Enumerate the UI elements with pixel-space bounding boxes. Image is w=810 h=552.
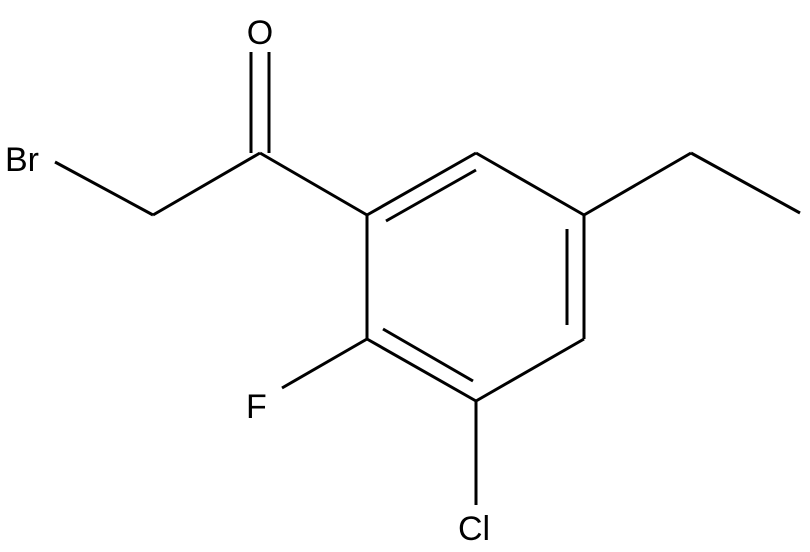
ring-bond-c5-c6 <box>366 337 477 403</box>
ethyl-bond-1 <box>583 151 692 217</box>
fluorine-atom-label: F <box>246 388 267 426</box>
bromomethyl-bond <box>54 160 154 217</box>
bromine-atom-label: Br <box>5 141 39 179</box>
ring-bond-c2-c3 <box>475 151 585 217</box>
fluorine-bond <box>281 337 368 390</box>
carbonyl-ring-bond <box>259 151 368 217</box>
ring-bond-c1-c2 <box>366 151 477 217</box>
ring-bond-c5-c6-inner <box>382 327 474 383</box>
chlorine-atom-label: Cl <box>458 510 490 548</box>
ring-bond-c4-c5 <box>475 337 585 403</box>
ethyl-bond-2 <box>690 151 801 215</box>
ring-bond-c1-c2-inner <box>385 168 477 223</box>
oxygen-atom-label: O <box>247 14 273 52</box>
methylene-carbonyl-bond <box>152 151 261 217</box>
